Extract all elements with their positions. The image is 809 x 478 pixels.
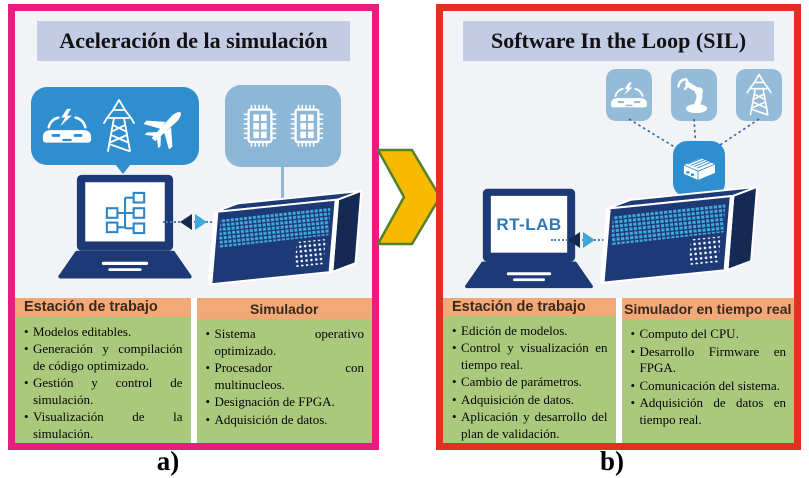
simulator-column: Simulador Sistema operativo optimizado.P…: [196, 298, 372, 443]
list-item: Adquisición de datos.: [206, 412, 365, 429]
electric-car-icon: [42, 108, 92, 143]
applications-bubble: [31, 87, 199, 174]
right-arrowhead: [195, 214, 207, 230]
airplane-icon: [144, 111, 182, 149]
workstation-list: Edición de modelos.Control y visualizaci…: [443, 315, 616, 443]
list-item: Designación de FPGA.: [206, 394, 365, 411]
list-item: Modelos editables.: [24, 324, 183, 341]
transmission-tower-icon: [103, 99, 135, 152]
robot-arm-icon: [677, 78, 708, 114]
connector-lines: [628, 118, 760, 152]
simulator-list: Sistema operativo optimizado.Procesador …: [196, 319, 372, 443]
simulator-chassis: [207, 189, 363, 286]
workstation-list: Modelos editables.Generación y compilaci…: [15, 316, 191, 443]
list-item: Comunicación del sistema.: [631, 378, 787, 395]
laptop-icon: RT-LAB: [458, 187, 600, 295]
column-header: Simulador en tiempo real: [621, 298, 794, 319]
electric-car-tile: [606, 69, 652, 121]
flowchart-icon: [105, 191, 145, 234]
list-item: Adquisición de datos.: [452, 392, 608, 409]
column-header: Estación de trabajo: [15, 298, 191, 317]
list-item: Sistema operativo optimizado.: [206, 326, 365, 359]
panel-a-title: Aceleración de la simulación: [37, 21, 350, 61]
right-arrowhead: [583, 232, 595, 248]
left-arrowhead: [180, 214, 192, 230]
laptop-icon: [51, 173, 199, 285]
list-item: Gestión y control de simulación.: [24, 375, 183, 408]
list-item: Desarrollo Firmware en FPGA.: [631, 344, 787, 377]
list-item: Adquisición de datos en tiempo real.: [631, 395, 787, 428]
list-item: Computo del CPU.: [631, 326, 787, 343]
laptop-screen: [87, 183, 164, 242]
column-header: Estación de trabajo: [443, 298, 616, 316]
server-icon: [597, 183, 765, 302]
list-item: Aplicación y desarrollo del plan de vali…: [452, 409, 608, 442]
panel-b-columns: Estación de trabajo Edición de modelos.C…: [443, 298, 794, 443]
list-item: Control y visualización en tiempo real.: [452, 340, 608, 373]
server-icon: [205, 187, 369, 303]
ecu-controller-icon: [683, 157, 716, 182]
realtime-simulator-list: Computo del CPU.Desarrollo Firmware en F…: [621, 319, 794, 443]
data-exchange-arrows-icon: [163, 213, 227, 231]
list-item: Cambio de parámetros.: [452, 374, 608, 391]
caption-b: b): [599, 446, 624, 476]
list-item: Edición de modelos.: [452, 323, 608, 340]
cpu-chip-icon: [290, 105, 323, 147]
left-arrowhead: [568, 232, 580, 248]
chevron-right-arrow-icon: [376, 148, 442, 246]
connector-line: [281, 167, 284, 215]
electric-car-icon: [611, 82, 647, 108]
cpu-chip-icon: [243, 105, 276, 147]
panel-b-title: Software In the Loop (SIL): [463, 21, 774, 61]
laptop-drawing: [465, 188, 593, 289]
workstation-column: Estación de trabajo Edición de modelos.C…: [443, 298, 616, 443]
power-grid-tile: [736, 69, 782, 121]
panel-acceleration: Aceleración de la simulación: [8, 4, 379, 450]
column-header: Simulador: [196, 298, 372, 319]
realtime-simulator-column: Simulador en tiempo real Computo del CPU…: [621, 298, 794, 443]
panel-sil: Software In the Loop (SIL): [436, 4, 801, 450]
workstation-column: Estación de trabajo Modelos editables.Ge…: [15, 298, 191, 443]
laptop-screen-text: RT-LAB: [496, 214, 562, 234]
caption-a: a): [156, 446, 180, 476]
multicore-chips-box: [225, 85, 341, 167]
list-item: Procesador con multinucleos.: [206, 360, 365, 393]
simulator-chassis: [599, 185, 759, 284]
list-item: Visualización de la simulación.: [24, 409, 183, 442]
transmission-tower-icon: [746, 73, 772, 116]
data-exchange-arrows-icon: [551, 231, 615, 249]
robot-arm-tile: [671, 69, 717, 121]
panel-a-columns: Estación de trabajo Modelos editables.Ge…: [15, 298, 372, 443]
list-item: Generación y compilación de código optim…: [24, 341, 183, 374]
